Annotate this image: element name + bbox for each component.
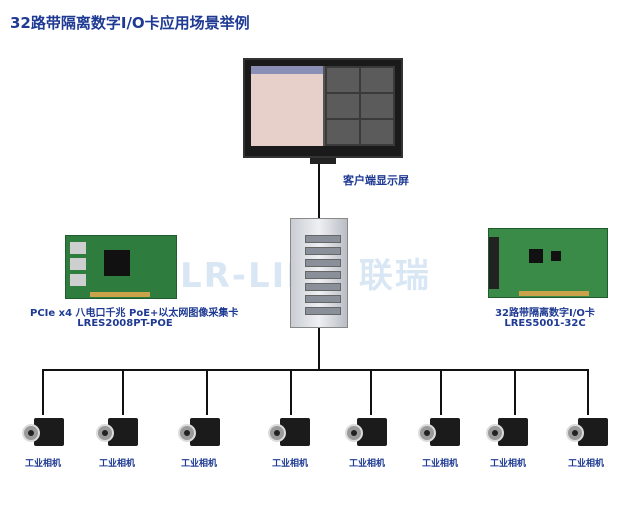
monitor-label: 客户端显示屏 xyxy=(343,174,409,187)
industrial-camera-icon xyxy=(96,418,138,448)
camera-label: 工业相机 xyxy=(98,459,135,469)
monitor-screen xyxy=(251,66,395,146)
camera-drop xyxy=(42,369,44,415)
industrial-camera-icon xyxy=(566,418,608,448)
camera-label: 工业相机 xyxy=(567,459,604,469)
industrial-camera-icon xyxy=(178,418,220,448)
connector-monitor-server xyxy=(318,164,320,219)
camera-drop xyxy=(206,369,208,415)
poe-capture-card xyxy=(65,235,177,299)
card-right-name: 32路带隔离数字I/O卡 xyxy=(495,308,595,319)
digital-io-card xyxy=(488,228,608,298)
camera-label: 工业相机 xyxy=(24,459,61,469)
camera-drop xyxy=(514,369,516,415)
industrial-camera-icon xyxy=(22,418,64,448)
screen-left-panel xyxy=(251,66,326,146)
camera-drop xyxy=(122,369,124,415)
camera-drop xyxy=(587,369,589,415)
card-left-model: LRES2008PT-POE xyxy=(77,318,173,329)
camera-label: 工业相机 xyxy=(421,459,458,469)
server-rack xyxy=(290,218,348,328)
connector-server-bus xyxy=(318,328,320,370)
camera-drop xyxy=(370,369,372,415)
industrial-camera-icon xyxy=(486,418,528,448)
camera-bus xyxy=(42,369,588,371)
camera-label: 工业相机 xyxy=(489,459,526,469)
camera-label: 工业相机 xyxy=(180,459,217,469)
diagram-title: 32路带隔离数字I/O卡应用场景举例 xyxy=(10,14,250,32)
card-right-model: LRES5001-32C xyxy=(504,318,586,329)
card-left-name: PCIe x4 八电口千兆 PoE+以太网图像采集卡 xyxy=(30,308,239,319)
client-monitor xyxy=(243,58,403,158)
industrial-camera-icon xyxy=(268,418,310,448)
monitor-stand xyxy=(310,158,336,164)
camera-label: 工业相机 xyxy=(348,459,385,469)
camera-drop xyxy=(290,369,292,415)
camera-drop xyxy=(440,369,442,415)
industrial-camera-icon xyxy=(418,418,460,448)
industrial-camera-icon xyxy=(345,418,387,448)
camera-label: 工业相机 xyxy=(271,459,308,469)
screen-camera-grid xyxy=(325,66,395,146)
